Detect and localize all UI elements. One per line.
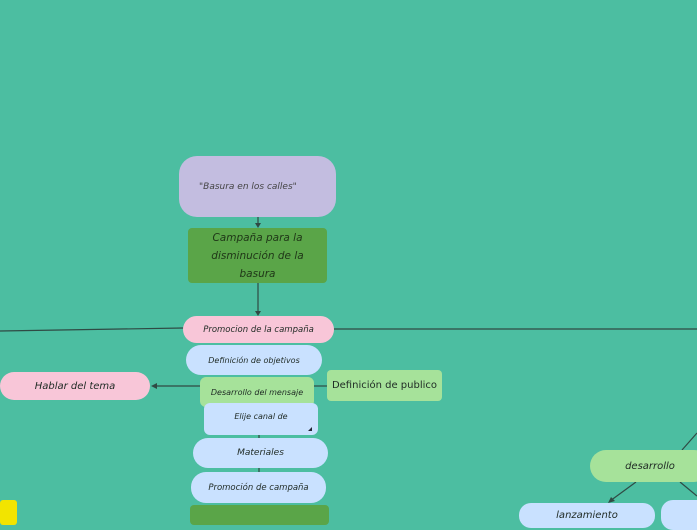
campaign-node[interactable]: Campaña para la disminución de la basura xyxy=(188,228,327,283)
connector-desarrollo-up xyxy=(681,432,697,451)
desarrollo-node[interactable]: desarrollo xyxy=(590,450,697,482)
resize-corner-icon[interactable] xyxy=(308,427,312,431)
arrow-head-icon xyxy=(608,497,615,503)
yellow-node[interactable] xyxy=(0,500,17,525)
publico-node-label: Definición de publico xyxy=(331,380,438,391)
connector-desarrollo-lanzamiento xyxy=(609,481,637,502)
right-blue-node[interactable] xyxy=(661,500,697,530)
bottom-green-node[interactable] xyxy=(190,505,329,525)
canal-node-label: Elije canal de xyxy=(234,412,288,421)
root-node[interactable]: "Basura en los calles" xyxy=(179,156,336,217)
objetivos-node[interactable]: Definición de objetivos xyxy=(186,345,322,375)
promocion-node[interactable]: Promocion de la campaña xyxy=(183,316,334,343)
mensaje-node-label: Desarrollo del mensaje xyxy=(210,387,304,397)
objetivos-node-label: Definición de objetivos xyxy=(208,355,300,365)
hablar-node-label: Hablar del tema xyxy=(34,380,116,392)
arrow-head-icon xyxy=(151,383,157,389)
lanzamiento-node[interactable]: lanzamiento xyxy=(519,503,655,528)
materiales-node[interactable]: Materiales xyxy=(193,438,328,468)
lanzamiento-node-label: lanzamiento xyxy=(556,510,618,521)
arrow-head-icon xyxy=(255,311,261,316)
promocion-campana-node-label: Promoción de campaña xyxy=(208,482,309,493)
connector-desarrollo-right xyxy=(679,481,697,497)
desarrollo-node-label: desarrollo xyxy=(625,460,675,472)
hablar-node[interactable]: Hablar del tema xyxy=(0,372,150,400)
root-node-label: "Basura en los calles" xyxy=(199,181,297,192)
mensaje-node[interactable]: Desarrollo del mensaje xyxy=(200,377,314,407)
promocion-node-label: Promocion de la campaña xyxy=(203,324,314,335)
materiales-node-label: Materiales xyxy=(237,448,284,458)
campaign-node-label: Campaña para la disminución de la basura xyxy=(211,231,304,280)
canal-node[interactable]: Elije canal de xyxy=(204,403,318,435)
arrow-head-icon xyxy=(255,223,261,228)
publico-node[interactable]: Definición de publico xyxy=(327,370,442,401)
connector-promocion-left xyxy=(0,327,184,332)
promocion-campana-node[interactable]: Promoción de campaña xyxy=(191,472,326,503)
